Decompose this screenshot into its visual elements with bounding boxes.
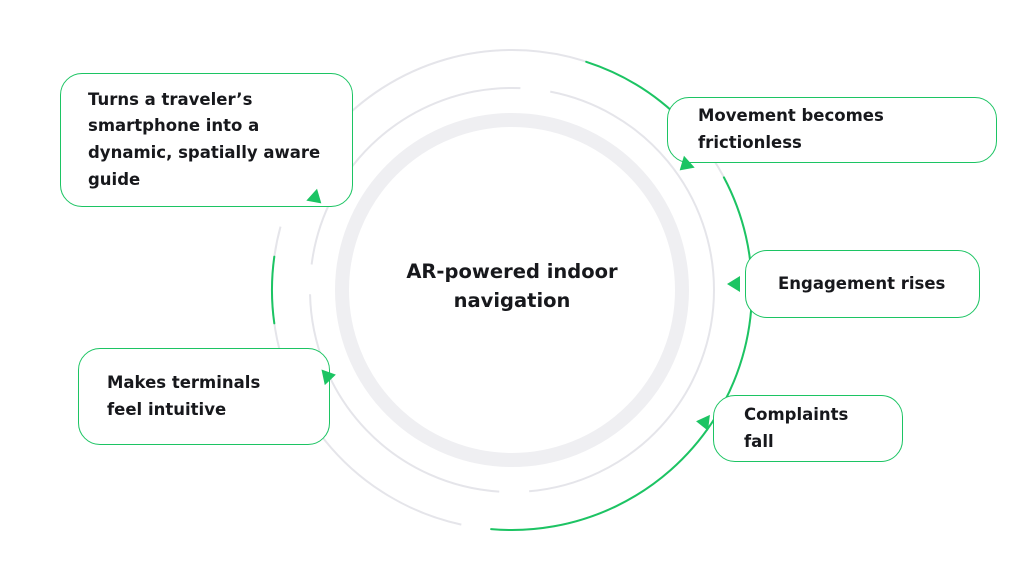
connector-arrow-icon — [695, 413, 710, 431]
connector-arrow-icon — [727, 276, 740, 292]
callout-label: Movement becomes frictionless — [698, 106, 884, 152]
callout-traveler-smartphone: Turns a traveler’s smartphone into a dyn… — [60, 73, 353, 207]
callout-label: Makes terminals feel intuitive — [107, 372, 261, 419]
green-arc-right — [490, 176, 753, 531]
callout-label: Turns a traveler’s smartphone into a dyn… — [88, 89, 321, 189]
inner-gray-circle — [309, 87, 715, 493]
callout-engagement-rises: Engagement rises — [745, 250, 980, 318]
center-ring — [335, 113, 689, 467]
green-arc-left — [270, 255, 276, 325]
callout-complaints-fall: Complaints fall — [713, 395, 903, 462]
callout-label: Complaints fall — [744, 404, 849, 451]
callout-label: Engagement rises — [778, 273, 946, 293]
center-node-title: AR-powered indoor navigation — [406, 260, 618, 313]
callout-movement-frictionless: Movement becomes frictionless — [667, 97, 997, 163]
callout-terminals-intuitive: Makes terminals feel intuitive — [78, 348, 330, 445]
